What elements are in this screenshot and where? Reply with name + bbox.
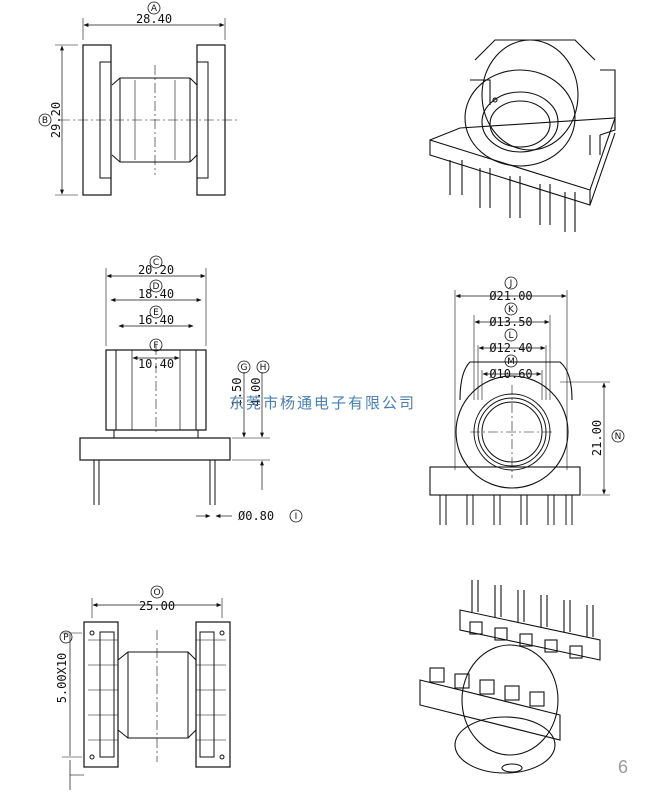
isometric-view-top bbox=[429, 39, 616, 232]
dim-K: K Ø13.50 bbox=[489, 302, 533, 329]
svg-text:Ø12.40: Ø12.40 bbox=[489, 341, 532, 355]
svg-text:16.40: 16.40 bbox=[138, 313, 174, 327]
svg-text:Ø21.00: Ø21.00 bbox=[489, 289, 532, 303]
svg-text:N: N bbox=[615, 432, 622, 442]
svg-text:M: M bbox=[507, 357, 515, 367]
bottom-view bbox=[62, 598, 231, 790]
svg-text:29.20: 29.20 bbox=[49, 102, 63, 138]
svg-text:Ø13.50: Ø13.50 bbox=[489, 315, 532, 329]
dim-N: 21.00 N bbox=[590, 420, 625, 456]
dim-A: A 28.40 bbox=[136, 1, 172, 26]
svg-text:Ø0.80: Ø0.80 bbox=[238, 509, 274, 523]
svg-text:O: O bbox=[153, 588, 160, 598]
dim-D: D 18.40 bbox=[138, 279, 174, 301]
svg-text:28.40: 28.40 bbox=[136, 12, 172, 26]
svg-text:4.00: 4.00 bbox=[249, 378, 263, 407]
svg-text:Ø10.60: Ø10.60 bbox=[489, 367, 532, 381]
svg-text:20.20: 20.20 bbox=[138, 263, 174, 277]
dim-P: 5.00X10 P bbox=[55, 630, 73, 704]
isometric-view-bottom bbox=[419, 580, 601, 774]
top-view bbox=[55, 18, 240, 196]
svg-text:18.40: 18.40 bbox=[138, 287, 174, 301]
front-view bbox=[429, 290, 610, 525]
svg-text:1.50: 1.50 bbox=[230, 378, 244, 407]
svg-text:D: D bbox=[153, 282, 160, 292]
svg-text:10.40: 10.40 bbox=[138, 357, 174, 371]
svg-text:21.00: 21.00 bbox=[590, 420, 604, 456]
svg-text:A: A bbox=[151, 4, 158, 14]
dim-I: Ø0.80 I bbox=[238, 509, 303, 523]
dim-F: F 10.40 bbox=[138, 338, 174, 371]
dim-G: G 1.50 bbox=[230, 360, 251, 407]
dim-O: O 25.00 bbox=[139, 585, 175, 613]
dim-H: H 4.00 bbox=[249, 360, 270, 407]
dim-C: C 20.20 bbox=[138, 255, 174, 277]
company-watermark: 东莞市杨通电子有限公司 bbox=[229, 394, 416, 412]
svg-text:L: L bbox=[508, 331, 513, 341]
svg-text:I: I bbox=[295, 512, 298, 522]
dim-M: M Ø10.60 bbox=[489, 354, 533, 381]
dim-L: L Ø12.40 bbox=[489, 328, 533, 355]
svg-text:25.00: 25.00 bbox=[139, 599, 175, 613]
svg-text:F: F bbox=[153, 341, 158, 351]
svg-text:E: E bbox=[153, 308, 159, 318]
svg-text:5.00X10: 5.00X10 bbox=[55, 653, 69, 704]
page-number: 6 bbox=[618, 757, 628, 777]
dim-J: J Ø21.00 bbox=[489, 276, 533, 303]
svg-text:C: C bbox=[153, 258, 159, 268]
svg-text:B: B bbox=[42, 116, 48, 126]
svg-text:J: J bbox=[509, 279, 513, 289]
svg-text:H: H bbox=[260, 363, 267, 373]
svg-text:G: G bbox=[241, 363, 248, 373]
svg-text:K: K bbox=[508, 305, 515, 315]
dim-B: B 29.20 bbox=[38, 102, 63, 138]
svg-text:P: P bbox=[63, 633, 69, 643]
dim-E: E 16.40 bbox=[138, 305, 174, 327]
side-view bbox=[79, 268, 270, 518]
